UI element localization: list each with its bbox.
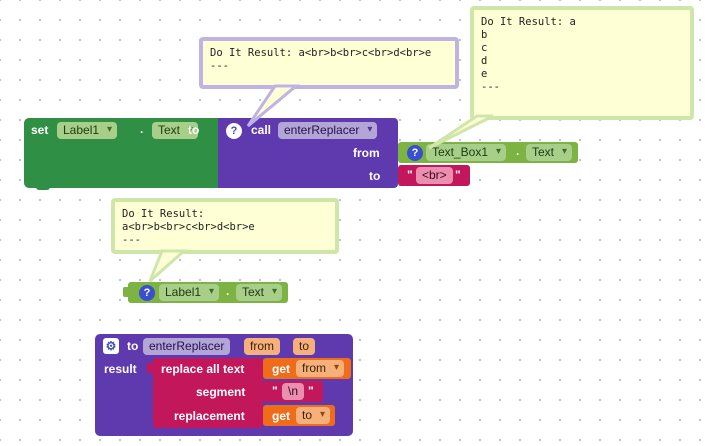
result-keyword: result (104, 362, 137, 376)
newline-text-block[interactable]: " \n " (263, 381, 323, 402)
get-to-block[interactable]: get to (263, 405, 335, 426)
replacement-label: replacement (174, 409, 245, 423)
replace-all-text-block[interactable]: replace all text segment replacement (153, 358, 263, 428)
label1-text-getter-block[interactable]: ? Label1 . Text (128, 282, 288, 303)
get-to-keyword: get (272, 409, 290, 423)
set-block-bottom-tab (36, 184, 50, 190)
get-to-dropdown[interactable]: to (296, 407, 331, 424)
set-label1-text-block[interactable]: set Label1 . Text to (24, 118, 218, 188)
arg-to-label: to (369, 169, 381, 183)
call-help-icon[interactable]: ? (226, 123, 242, 139)
br-text-field[interactable]: <br> (416, 167, 453, 184)
newline-close-quote: " (308, 384, 314, 398)
textbox-bubble-pointer (428, 114, 494, 150)
procedure-name-field[interactable]: enterReplacer (143, 338, 231, 355)
textbox1-text-getter-block[interactable]: ? Text_Box1 . Text (398, 142, 578, 163)
set-keyword: set (31, 123, 49, 137)
label-property-dropdown[interactable]: Text (236, 284, 283, 301)
set-to-keyword: to (188, 123, 200, 137)
textbox-property-dropdown[interactable]: Text (526, 144, 573, 161)
label-bubble-pointer (148, 249, 188, 283)
label-help-icon[interactable]: ? (139, 285, 155, 301)
procedure-param-to[interactable]: to (293, 338, 316, 355)
procedure-gear-icon[interactable]: ⚙ (103, 338, 119, 354)
get-from-keyword: get (272, 362, 290, 376)
textbox-dot: . (516, 144, 520, 158)
textbox-result-comment-bubble: Do It Result: a b c d e --- (470, 6, 694, 120)
textbox-help-icon[interactable]: ? (407, 145, 423, 161)
br-open-quote: " (407, 168, 413, 182)
call-keyword: call (251, 123, 272, 137)
call-bubble-pointer (246, 84, 300, 128)
call-result-comment-bubble: Do It Result: a<br>b<br>c<br>d<br>e --- (199, 37, 459, 89)
newline-open-quote: " (272, 384, 278, 398)
label-result-comment-bubble: Do It Result: a<br>b<br>c<br>d<br>e --- (111, 198, 339, 254)
call-enterreplacer-block[interactable]: ? call enterReplacer from to (218, 118, 398, 188)
get-from-dropdown[interactable]: from (296, 360, 344, 377)
set-property-dropdown[interactable]: Text (152, 122, 199, 139)
br-close-quote: " (455, 168, 461, 182)
set-component-dropdown[interactable]: Label1 (57, 122, 118, 139)
procedure-param-from[interactable]: from (244, 338, 280, 355)
label-component-dropdown[interactable]: Label1 (159, 284, 220, 301)
replace-all-text-label: replace all text (161, 362, 245, 376)
procedure-name-dropdown[interactable]: enterReplacer (278, 122, 378, 139)
br-text-block[interactable]: " <br> " (398, 165, 470, 186)
segment-label: segment (196, 385, 246, 399)
arg-from-label: from (353, 146, 380, 160)
label-getter-left-plug (123, 287, 131, 297)
replace-left-plug (147, 363, 155, 373)
label-dot: . (226, 284, 230, 298)
get-from-block[interactable]: get from (263, 358, 351, 379)
procedure-to-keyword: to (127, 339, 139, 353)
set-dot: . (140, 122, 144, 136)
newline-text-field[interactable]: \n (282, 383, 305, 400)
textbox-component-dropdown[interactable]: Text_Box1 (426, 144, 507, 161)
